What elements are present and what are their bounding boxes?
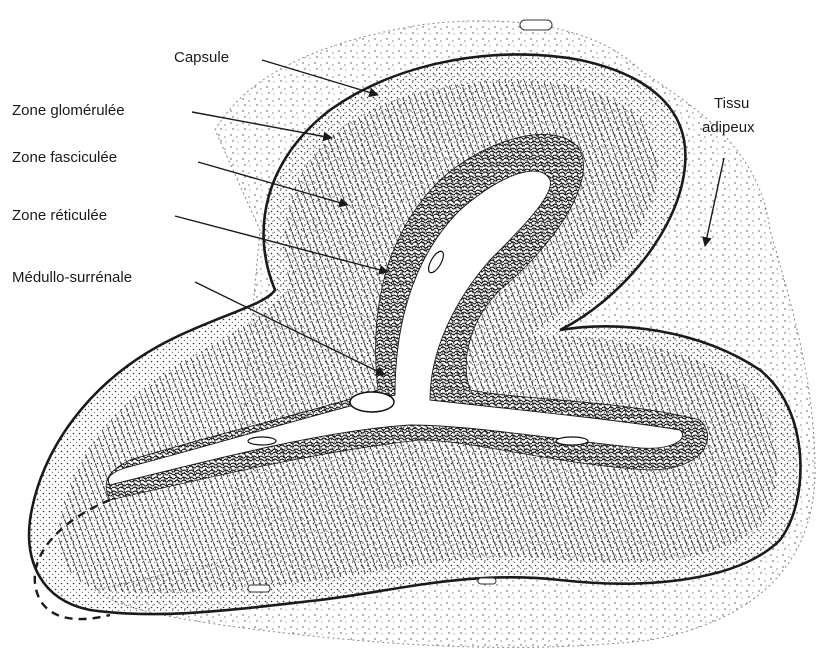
label-adipeux: adipeux bbox=[702, 119, 755, 136]
label-medullo: Médullo-surrénale bbox=[12, 269, 132, 286]
fat-vessel-2 bbox=[248, 585, 270, 592]
label-capsule: Capsule bbox=[174, 49, 229, 66]
label-tissu: Tissu bbox=[714, 95, 749, 112]
medullary-vessel-2 bbox=[556, 437, 588, 445]
label-zone-fasciculee: Zone fasciculée bbox=[12, 149, 117, 166]
fat-vessel-1 bbox=[520, 20, 552, 30]
label-zone-reticulee: Zone réticulée bbox=[12, 207, 107, 224]
label-zone-glomerulee: Zone glomérulée bbox=[12, 102, 125, 119]
medullary-vessel-1 bbox=[248, 437, 276, 445]
fat-vessel-3 bbox=[478, 578, 496, 584]
central-vein bbox=[350, 392, 394, 412]
